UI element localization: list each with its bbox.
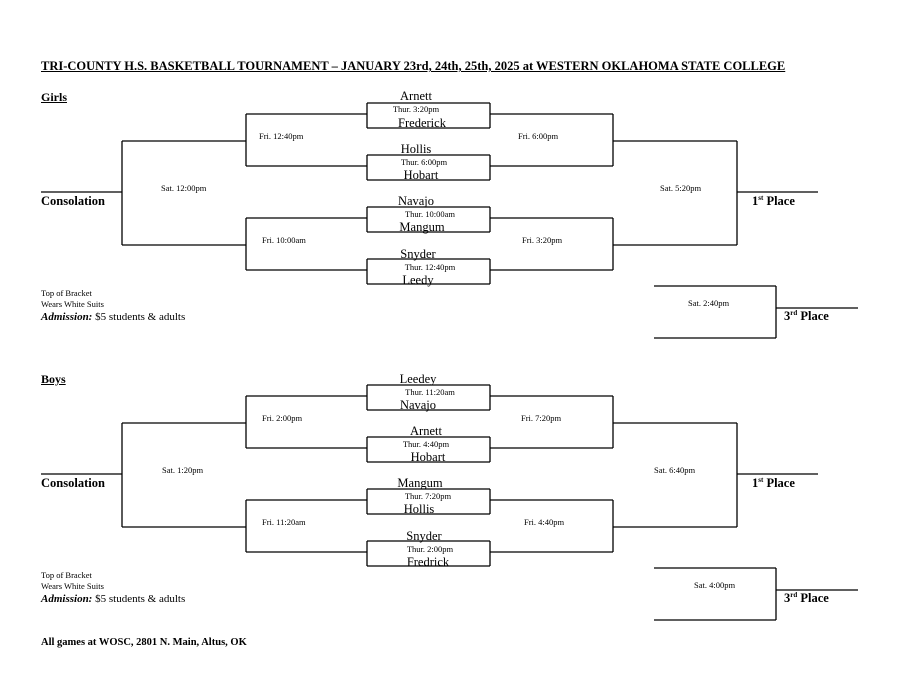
team-name: Mangum	[399, 220, 445, 234]
team-name: Frederick	[398, 116, 446, 130]
third-place-game-time: Sat. 2:40pm	[688, 298, 730, 308]
consolation-game-time: Fri. 11:20am	[262, 517, 306, 527]
consolation-game-time: Fri. 10:00am	[262, 235, 306, 245]
game-time: Thur. 6:00pm	[400, 157, 448, 167]
winner-game-time: Fri. 7:20pm	[521, 413, 562, 423]
admission-info: Admission: $5 students & adults	[41, 311, 186, 323]
admission-info: Admission: $5 students & adults	[41, 593, 186, 605]
third-place-label: 3rd Place	[784, 591, 829, 605]
game-time: Thur. 2:00pm	[406, 544, 454, 554]
team-name: Arnett	[400, 89, 432, 103]
team-name: Fredrick	[406, 555, 450, 569]
team-name: Navajo	[399, 398, 437, 412]
game-time: Thur. 4:40pm	[402, 439, 450, 449]
girls-heading: Girls	[41, 90, 67, 104]
consolation-game-time: Fri. 2:00pm	[262, 413, 303, 423]
team-name: Hollis	[400, 142, 432, 156]
jersey-note: Top of Bracket	[41, 288, 92, 298]
team-name: Hobart	[403, 168, 439, 182]
championship-time: Sat. 5:20pm	[660, 183, 702, 193]
first-place-label: 1st Place	[752, 194, 795, 208]
first-place-label: 1st Place	[752, 476, 795, 490]
team-name: Navajo	[397, 194, 435, 208]
team-name: Hollis	[403, 502, 435, 516]
footer-location: All games at WOSC, 2801 N. Main, Altus, …	[41, 637, 247, 648]
page-title: TRI-COUNTY H.S. BASKETBALL TOURNAMENT – …	[41, 59, 786, 73]
game-time: Thur. 10:00am	[404, 209, 456, 219]
jersey-note: Top of Bracket	[41, 570, 92, 580]
game-time: Thur. 3:20pm	[392, 104, 440, 114]
jersey-note: Wears White Suits	[41, 299, 104, 309]
jersey-note: Wears White Suits	[41, 581, 104, 591]
third-place-label: 3rd Place	[784, 309, 829, 323]
team-name: Leedy	[402, 273, 434, 287]
team-name: Mangum	[397, 476, 443, 490]
team-name: Snyder	[400, 247, 436, 261]
boys-bracket-lines	[41, 384, 858, 621]
boys-heading: Boys	[41, 372, 66, 386]
consolation-label: Consolation	[41, 194, 105, 208]
team-name: Snyder	[406, 529, 442, 543]
consolation-final-time: Sat. 12:00pm	[161, 183, 207, 193]
team-name: Leedey	[399, 372, 437, 386]
game-time: Thur. 7:20pm	[404, 491, 452, 501]
winner-game-time: Fri. 6:00pm	[518, 131, 559, 141]
winner-game-time: Fri. 3:20pm	[522, 235, 563, 245]
team-name: Arnett	[410, 424, 442, 438]
consolation-game-time: Fri. 12:40pm	[259, 131, 304, 141]
consolation-final-time: Sat. 1:20pm	[162, 465, 204, 475]
game-time: Thur. 12:40pm	[404, 262, 456, 272]
game-time: Thur. 11:20am	[405, 387, 455, 397]
consolation-label: Consolation	[41, 476, 105, 490]
third-place-game-time: Sat. 4:00pm	[694, 580, 736, 590]
winner-game-time: Fri. 4:40pm	[524, 517, 565, 527]
team-name: Hobart	[410, 450, 446, 464]
girls-bracket-lines	[41, 102, 858, 339]
championship-time: Sat. 6:40pm	[654, 465, 696, 475]
